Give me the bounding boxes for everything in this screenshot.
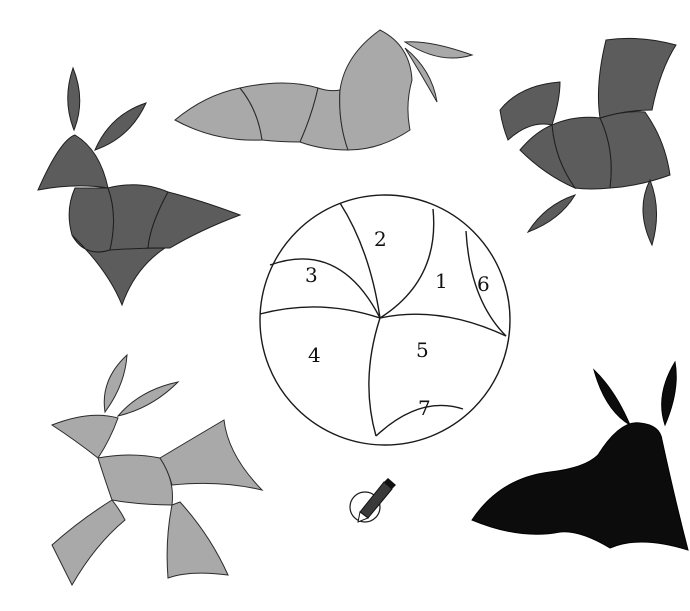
piece-number-label: 6 [477,272,490,296]
rabbit-body-piece [98,455,173,505]
pencil-compass-icon [350,478,396,522]
piece-number-label: 4 [308,343,321,367]
rabbit-tail-piece [598,38,676,118]
rabbit-figure-top-center [175,30,472,150]
rabbit-ear-piece [528,195,575,232]
piece-number-label: 5 [416,338,429,362]
rabbit-ear-piece [594,370,630,425]
rabbit-ear-piece [643,180,657,245]
rabbit-head-piece [38,135,108,190]
rabbit-leg-piece [167,502,228,578]
puzzle-cut-line [380,209,434,318]
rabbit-leg-piece [52,500,125,585]
rabbit-ear-piece [662,362,677,425]
rabbit-figure-top-right [500,38,676,245]
rabbit-ear-piece [118,382,178,416]
rabbit-silhouette-bottom-right [472,362,688,550]
puzzle-cut-line [340,203,380,318]
rabbit-head-piece [340,30,412,150]
piece-number-label: 2 [374,227,387,251]
puzzle-cut-line [260,307,380,318]
piece-labels: 1 2 3 4 5 6 7 [305,227,490,420]
rabbit-figure-bottom-left [52,355,262,585]
rabbit-tail-piece [160,420,262,490]
piece-number-label: 7 [418,396,431,420]
rabbit-head-piece [52,415,118,458]
rabbit-body-piece [69,188,113,252]
rabbit-ear-piece [68,68,80,130]
rabbit-ear-piece [95,103,146,150]
puzzle-cut-line [380,314,506,336]
piece-number-label: 1 [435,269,448,293]
piece-number-label: 3 [305,263,318,287]
rabbit-ear-piece [405,42,472,58]
rabbit-ear-piece [104,355,127,412]
rabbit-body-piece [472,423,688,550]
puzzle-cut-line [369,318,380,436]
